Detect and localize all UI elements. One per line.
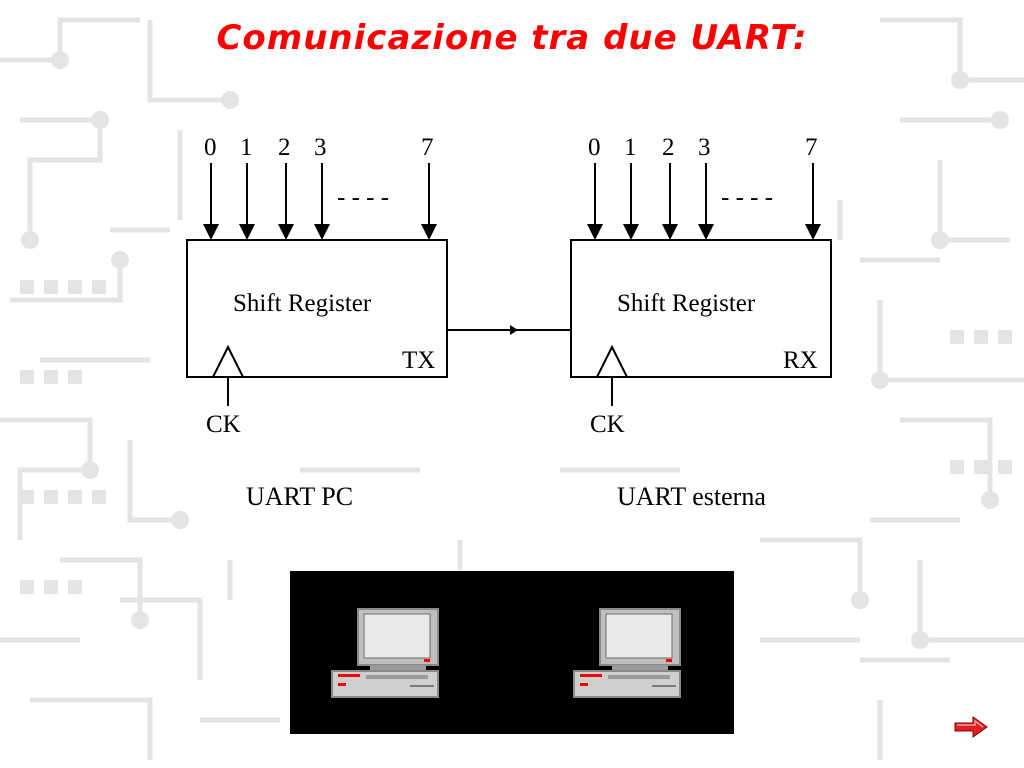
rx-port-label: RX bbox=[783, 347, 818, 374]
tx-bits-ellipsis: - - - - bbox=[337, 184, 389, 211]
computer-icon bbox=[331, 608, 439, 698]
tx-bit-label: 2 bbox=[278, 134, 291, 161]
rx-parallel-input-arrows bbox=[587, 163, 821, 240]
rx-unit-caption: UART esterna bbox=[617, 482, 766, 511]
rx-bit-label: 2 bbox=[662, 134, 675, 161]
tx-unit-caption: UART PC bbox=[246, 482, 353, 511]
rx-clock-label: CK bbox=[590, 411, 625, 438]
rx-unit: 0 1 2 3 7 - - - - Shift Register RX CK U… bbox=[570, 134, 832, 511]
rx-bit-label: 1 bbox=[624, 134, 637, 161]
rx-bit-label: 0 bbox=[588, 134, 601, 161]
tx-parallel-input-arrows bbox=[203, 163, 437, 240]
tx-bit-label: 1 bbox=[240, 134, 253, 161]
computer-icon bbox=[573, 608, 681, 698]
computers-panel bbox=[290, 571, 734, 734]
serial-link-marker bbox=[510, 325, 518, 335]
tx-port-label: TX bbox=[402, 347, 435, 374]
rx-bit-label: 3 bbox=[698, 134, 711, 161]
rx-shift-register-box bbox=[570, 239, 832, 378]
page-title: Comunicazione tra due UART: bbox=[216, 18, 808, 58]
rx-register-label: Shift Register bbox=[617, 290, 756, 317]
tx-bit-label: 7 bbox=[421, 134, 434, 161]
tx-unit: 0 1 2 3 7 - - - - Shift Register TX CK U… bbox=[186, 134, 448, 511]
tx-register-label: Shift Register bbox=[233, 290, 372, 317]
tx-bit-label: 3 bbox=[314, 134, 327, 161]
tx-shift-register-box bbox=[186, 239, 448, 378]
next-arrow-icon[interactable] bbox=[954, 716, 988, 738]
rx-clock-triangle bbox=[596, 344, 628, 378]
tx-clock-label: CK bbox=[206, 411, 241, 438]
tx-clock-triangle bbox=[212, 344, 244, 378]
rx-bit-label: 7 bbox=[805, 134, 818, 161]
rx-bits-ellipsis: - - - - bbox=[721, 184, 773, 211]
tx-bit-label: 0 bbox=[204, 134, 217, 161]
